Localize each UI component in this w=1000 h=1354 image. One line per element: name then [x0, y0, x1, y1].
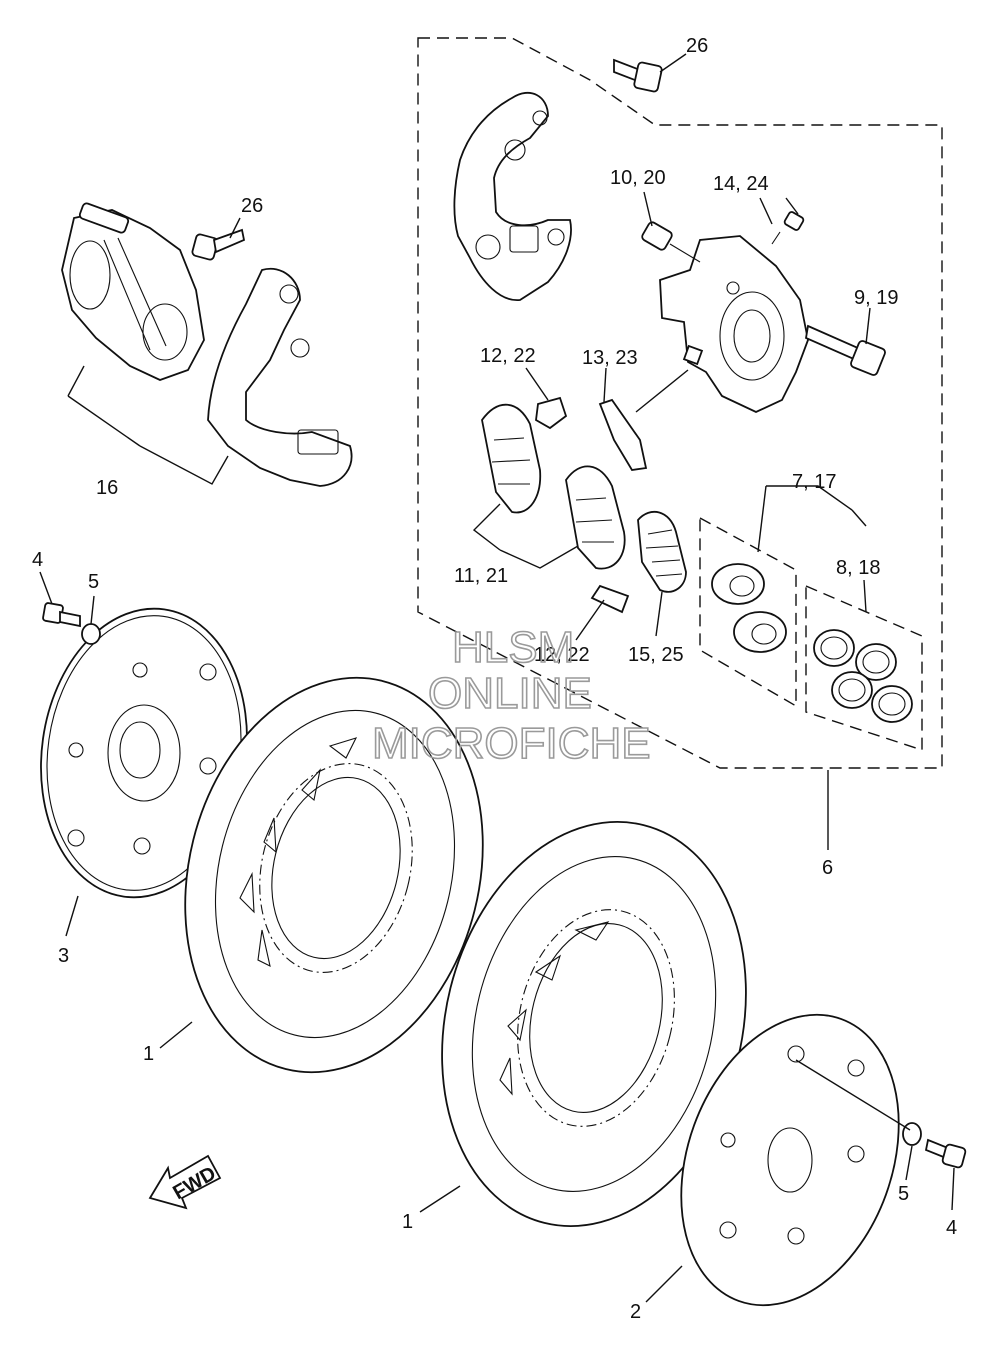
callout-5-right: 5: [898, 1183, 909, 1205]
callout-6: 6: [822, 857, 833, 879]
callout-9-19: 9, 19: [854, 287, 898, 309]
callout-14-24: 14, 24: [713, 173, 769, 195]
watermark-line-1: HLSM: [452, 623, 574, 672]
callout-26-left: 26: [241, 195, 263, 217]
bolt-26-left: [191, 228, 246, 261]
callout-7-17: 7, 17: [792, 471, 836, 493]
disc-bolt-right: [924, 1138, 967, 1169]
callout-26-top: 26: [686, 35, 708, 57]
washer-left: [81, 623, 101, 645]
callout-1-left: 1: [143, 1043, 154, 1065]
seal-box: [805, 584, 923, 751]
callout-12-22-b: 12, 22: [534, 644, 590, 666]
piston-seals: [813, 629, 913, 723]
callout-4-right: 4: [946, 1217, 957, 1239]
bleed-screw: [641, 221, 701, 263]
bleed-cap: [771, 211, 805, 245]
watermark-line-2: ONLINE: [428, 669, 592, 718]
callout-11-21: 11, 21: [454, 565, 508, 587]
watermark-line-3: MICROFICHE: [372, 719, 651, 768]
piston-box: [699, 516, 797, 708]
caliper-pistons: [711, 563, 787, 653]
callout-12-22: 12, 22: [480, 345, 536, 367]
callout-1-right: 1: [402, 1211, 413, 1233]
forward-arrow: FWD: [148, 1154, 222, 1210]
leader-lines: [39, 53, 955, 1303]
disc-hub-plate-right: [680, 1013, 900, 1307]
caliper-body: [659, 235, 809, 413]
callout-15-25: 15, 25: [628, 644, 684, 666]
caliper-pin-bolt: [804, 324, 886, 376]
callout-3: 3: [58, 945, 69, 967]
watermark: HLSM ONLINE MICROFICHE: [371, 622, 651, 769]
brake-disc-left: [184, 676, 484, 1074]
callout-4-left: 4: [32, 549, 43, 571]
pad-spring-bottom: [590, 584, 630, 614]
washer-right: [902, 1122, 922, 1146]
brake-pad-right: [565, 465, 626, 570]
brake-disc-right: [441, 820, 747, 1228]
callout-16: 16: [96, 477, 118, 499]
disc-bolt-left: [42, 602, 81, 628]
caliper-assembly-boundary: [417, 37, 943, 769]
pad-spring-top: [535, 396, 568, 430]
callout-10-20: 10, 20: [610, 167, 666, 189]
brake-pad-left: [481, 403, 542, 514]
callout-8-18: 8, 18: [836, 557, 880, 579]
pad-support: [598, 398, 648, 471]
callout-2: 2: [630, 1301, 641, 1323]
callout-5-left: 5: [88, 571, 99, 593]
caliper-bracket-top: [453, 92, 572, 301]
left-caliper-assembly: [61, 202, 205, 381]
left-caliper-bracket: [207, 267, 353, 487]
callout-13-23: 13, 23: [582, 347, 638, 369]
pad-shim: [637, 510, 687, 593]
callout-labels: 26 10, 20 14, 24 9, 19 12, 22 13, 23 11,…: [32, 35, 957, 1323]
bolt-26-top: [613, 58, 663, 93]
